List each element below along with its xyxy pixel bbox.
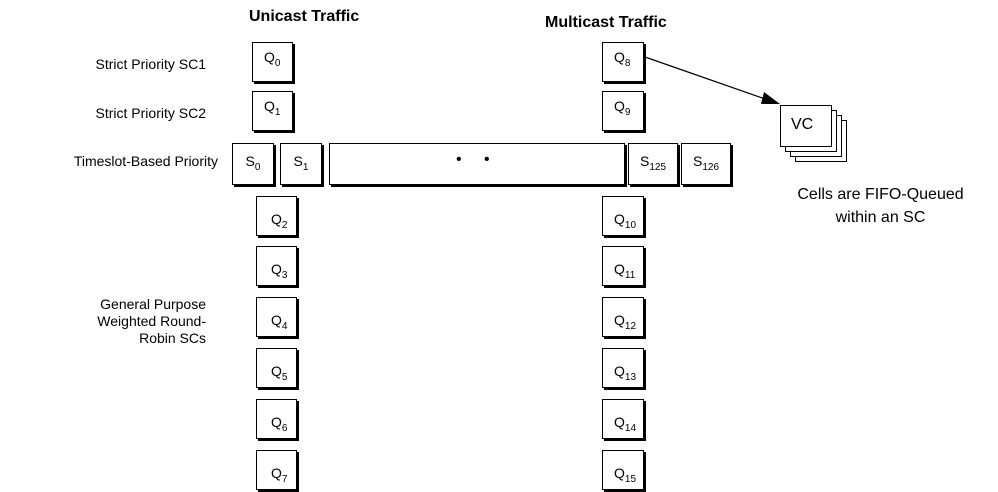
strict-priority-sc1-label: Strict Priority SC1 <box>95 56 206 72</box>
timeslot-index: 0 <box>254 161 261 173</box>
timeslot-index: 126 <box>702 161 720 173</box>
wrr-scs-label: General Purpose Weighted Round- Robin SC… <box>97 296 206 347</box>
queue-letter: Q <box>271 211 282 227</box>
multicast-queue: Q9 <box>602 91 644 131</box>
queue-letter: Q <box>614 312 625 328</box>
timeslot-letter: S <box>692 153 703 169</box>
multicast-queue: Q15 <box>602 450 644 490</box>
fifo-note: Cells are FIFO-Queued within an SC <box>763 183 998 229</box>
queue-letter: Q <box>271 414 282 430</box>
queue-index: 1 <box>274 106 281 118</box>
queue-letter: Q <box>264 49 275 65</box>
multicast-queue: Q14 <box>602 399 644 439</box>
queue-index: 8 <box>624 57 631 69</box>
queue-index: 14 <box>624 422 637 434</box>
timeslot-cell: S126 <box>681 143 731 185</box>
queue-letter: Q <box>614 465 625 481</box>
queue-letter: Q <box>271 465 282 481</box>
unicast-queue: Q2 <box>256 196 297 236</box>
queue-index: 13 <box>624 371 637 383</box>
queue-letter: Q <box>614 49 625 65</box>
timeslot-cell: S0 <box>232 143 274 185</box>
timeslot-based-priority-label: Timeslot-Based Priority <box>73 153 218 169</box>
queue-index: 6 <box>281 422 288 434</box>
timeslot-letter: S <box>293 153 303 169</box>
wrr-scs-label-line: General Purpose <box>100 296 206 312</box>
queue-letter: Q <box>614 261 625 277</box>
wrr-scs-label-line: Robin SCs <box>139 330 206 346</box>
unicast-queue: Q5 <box>256 348 297 388</box>
queue-index: 7 <box>281 473 288 485</box>
fifo-note-line: within an SC <box>835 209 926 226</box>
queue-index: 10 <box>624 219 637 231</box>
queue-index: 9 <box>624 106 631 118</box>
queue-letter: Q <box>614 414 625 430</box>
queue-letter: Q <box>614 363 625 379</box>
timeslot-letter: S <box>639 153 650 169</box>
timeslot-letter: S <box>245 153 255 169</box>
vc-sheet-front <box>780 105 832 147</box>
timeslot-cell: S125 <box>628 143 678 185</box>
ellipsis-dots: • • <box>456 151 499 168</box>
multicast-queue: Q13 <box>602 348 644 388</box>
vc-label: VC <box>791 116 814 133</box>
timeslot-index: 1 <box>302 161 309 173</box>
unicast-queue: Q4 <box>256 297 297 337</box>
unicast-queue: Q1 <box>252 91 293 131</box>
queue-index: 5 <box>281 371 288 383</box>
multicast-queue: Q11 <box>602 246 644 286</box>
timeslot-cell: S1 <box>280 143 322 185</box>
queue-letter: Q <box>271 261 282 277</box>
multicast-traffic-heading: Multicast Traffic <box>545 14 667 31</box>
queue-index: 4 <box>281 320 288 332</box>
queue-index: 11 <box>624 269 636 281</box>
queue-letter: Q <box>614 98 625 114</box>
queue-letter: Q <box>614 211 625 227</box>
queue-index: 3 <box>281 269 288 281</box>
queue-letter: Q <box>264 98 275 114</box>
multicast-queue: Q12 <box>602 297 644 337</box>
timeslot-ellipsis-cell <box>329 143 625 185</box>
queue-index: 15 <box>624 473 637 485</box>
queue-index: 0 <box>274 57 281 69</box>
queue-index: 12 <box>624 320 637 332</box>
unicast-queue: Q7 <box>256 450 297 490</box>
unicast-queue: Q3 <box>256 246 297 286</box>
timeslot-index: 125 <box>649 161 667 173</box>
queue-letter: Q <box>271 312 282 328</box>
unicast-traffic-heading: Unicast Traffic <box>249 8 360 25</box>
queue-letter: Q <box>271 363 282 379</box>
queue-index: 2 <box>281 219 288 231</box>
unicast-queue: Q6 <box>256 399 297 439</box>
multicast-queue: Q10 <box>602 196 644 236</box>
fifo-note-line: Cells are FIFO-Queued <box>797 186 964 203</box>
strict-priority-sc2-label: Strict Priority SC2 <box>95 105 206 121</box>
multicast-queue: Q8 <box>602 42 644 82</box>
unicast-queue: Q0 <box>252 42 293 82</box>
wrr-scs-label-line: Weighted Round- <box>97 313 206 329</box>
